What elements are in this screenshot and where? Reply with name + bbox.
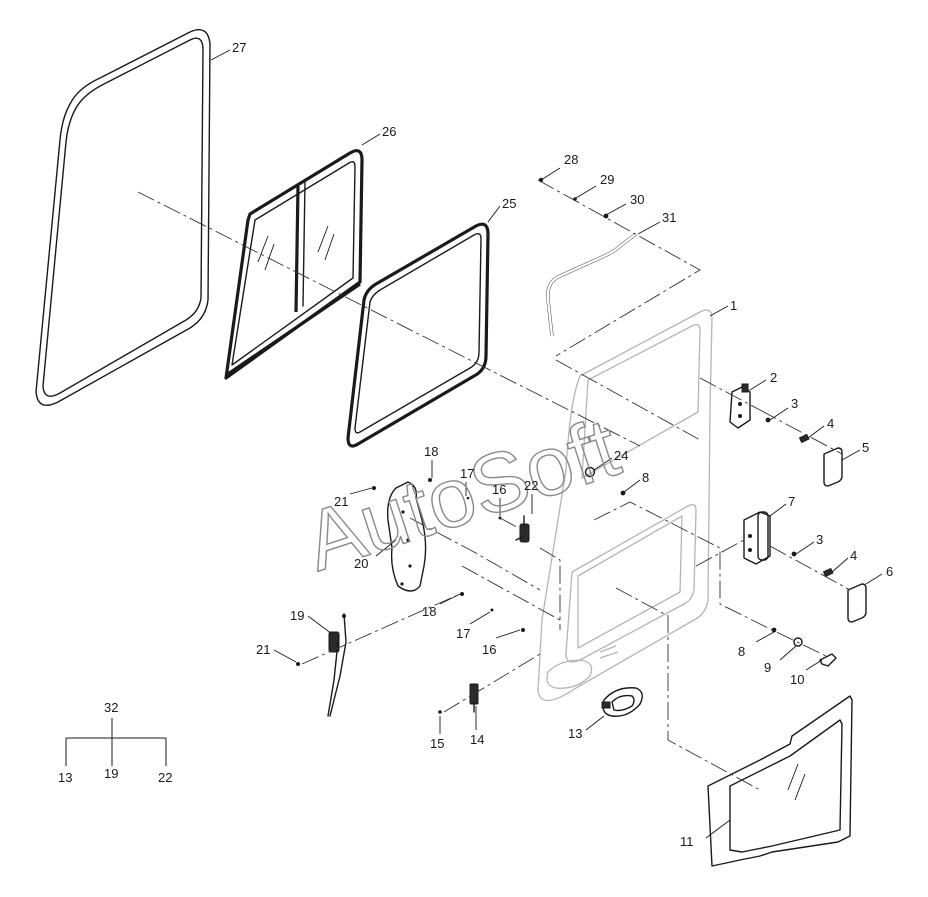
callout-19: 19 — [290, 608, 304, 623]
part-19-latch-assembly — [327, 613, 347, 717]
callout-29: 29 — [600, 172, 614, 187]
fasteners — [296, 177, 834, 714]
part-5-cover — [823, 447, 843, 487]
callout-26: 26 — [382, 124, 396, 139]
callout-20: 20 — [354, 556, 368, 571]
part-31-wiper-pipe — [546, 232, 637, 337]
part-7-lower-hinge — [743, 511, 771, 565]
callout-21b: 21 — [256, 642, 270, 657]
part-14-striker — [469, 683, 479, 713]
leader-lines — [210, 49, 883, 839]
part-13-door-handle — [601, 687, 643, 717]
part-10-pin — [819, 653, 837, 667]
callout-27: 27 — [232, 40, 246, 55]
part-26-sliding-window — [224, 149, 364, 380]
tree-child-2: 19 — [104, 766, 118, 781]
callout-9: 9 — [764, 660, 771, 675]
callout-5: 5 — [862, 440, 869, 455]
callout-17a: 17 — [460, 466, 474, 481]
callout-13: 13 — [568, 726, 582, 741]
callout-1: 1 — [730, 298, 737, 313]
tree-child-1: 13 — [58, 770, 72, 785]
tree-parent: 32 — [104, 700, 118, 715]
part-6-cover — [847, 583, 867, 623]
callout-6: 6 — [886, 564, 893, 579]
callout-4b: 4 — [850, 548, 857, 563]
callout-16a: 16 — [492, 482, 506, 497]
callout-3b: 3 — [816, 532, 823, 547]
callout-8b: 8 — [738, 644, 745, 659]
part-1-door-body — [537, 309, 713, 702]
callout-28: 28 — [564, 152, 578, 167]
callout-4a: 4 — [827, 416, 834, 431]
callout-24: 24 — [614, 448, 628, 463]
callout-18a: 18 — [424, 444, 438, 459]
callout-22: 22 — [524, 478, 538, 493]
part-20-trim-panel — [386, 481, 427, 592]
part-22-lock — [515, 515, 530, 543]
callout-30: 30 — [630, 192, 644, 207]
callout-10: 10 — [790, 672, 804, 687]
part-25-fixed-window — [346, 222, 490, 448]
callout-14: 14 — [470, 732, 484, 747]
callout-17b: 17 — [456, 626, 470, 641]
part-2-upper-hinge — [729, 383, 751, 429]
part-27-window-seal — [35, 29, 211, 406]
callout-21a: 21 — [334, 494, 348, 509]
callout-7: 7 — [788, 494, 795, 509]
assembly-tree: 32 13 19 22 — [58, 700, 172, 785]
callout-31: 31 — [662, 210, 676, 225]
callout-labels: 27 26 25 28 29 30 31 1 2 3 4 5 24 8 7 3 … — [232, 40, 893, 849]
tree-child-3: 22 — [158, 770, 172, 785]
callout-3a: 3 — [791, 396, 798, 411]
part-11-lower-panel — [707, 695, 853, 867]
callout-2: 2 — [770, 370, 777, 385]
callout-15: 15 — [430, 736, 444, 751]
callout-8a: 8 — [642, 470, 649, 485]
callout-16b: 16 — [482, 642, 496, 657]
assembly-centerlines — [137, 179, 851, 791]
callout-18b: 18 — [422, 604, 436, 619]
callout-11: 11 — [680, 834, 694, 849]
callout-25: 25 — [502, 196, 516, 211]
